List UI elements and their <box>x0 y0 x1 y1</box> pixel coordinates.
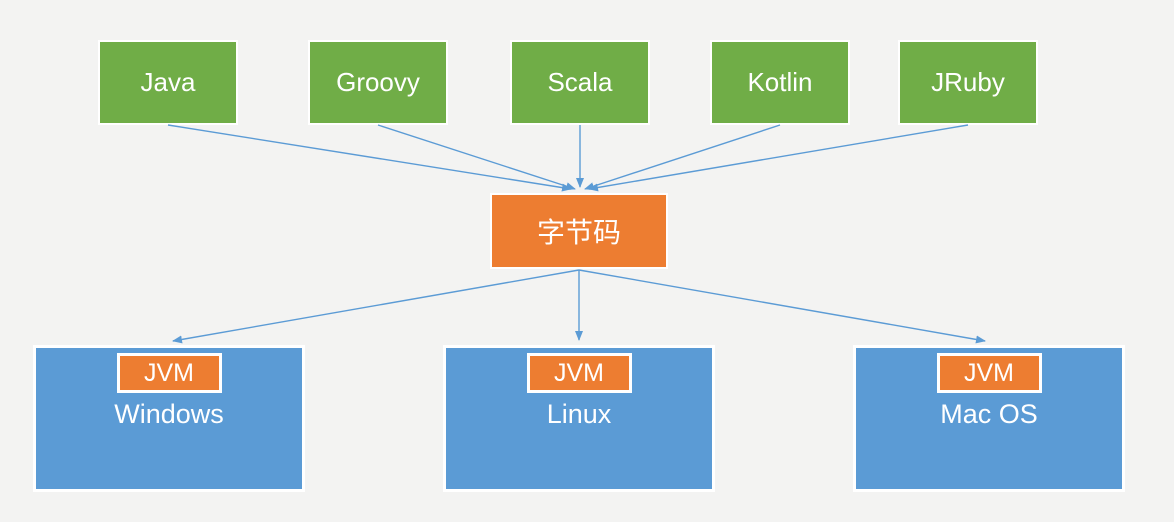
language-box-java: Java <box>98 40 238 125</box>
os-label-macos: Mac OS <box>940 399 1038 429</box>
language-label: Java <box>140 67 196 97</box>
language-label: Scala <box>547 67 613 97</box>
platform-box-macos: JVM Mac OS <box>853 345 1125 492</box>
jvm-label: JVM <box>554 358 604 387</box>
arrow-kotlin-to-bytecode <box>584 124 781 190</box>
platform-box-windows: JVM Windows <box>33 345 305 492</box>
language-label: JRuby <box>931 67 1005 97</box>
jvm-label: JVM <box>144 358 194 387</box>
language-box-scala: Scala <box>510 40 650 125</box>
arrow-bytecode-to-windows <box>172 269 580 344</box>
bytecode-label: 字节码 <box>536 217 621 248</box>
bytecode-box: 字节码 <box>490 193 668 269</box>
arrow-groovy-to-bytecode <box>377 124 576 191</box>
jvm-box-linux: JVM <box>526 353 632 393</box>
os-label-windows: Windows <box>114 399 224 429</box>
arrow-jruby-to-bytecode <box>588 124 969 192</box>
arrow-java-to-bytecode <box>167 124 572 192</box>
language-box-kotlin: Kotlin <box>710 40 850 125</box>
jvm-box-windows: JVM <box>116 353 222 393</box>
jvm-label: JVM <box>964 358 1014 387</box>
language-label: Kotlin <box>747 67 813 97</box>
os-label-linux: Linux <box>546 399 612 429</box>
language-box-jruby: JRuby <box>898 40 1038 125</box>
platform-box-linux: JVM Linux <box>443 345 715 492</box>
language-label: Groovy <box>336 67 420 97</box>
arrow-bytecode-to-macos <box>578 269 986 344</box>
language-box-groovy: Groovy <box>308 40 448 125</box>
jvm-box-macos: JVM <box>936 353 1042 393</box>
